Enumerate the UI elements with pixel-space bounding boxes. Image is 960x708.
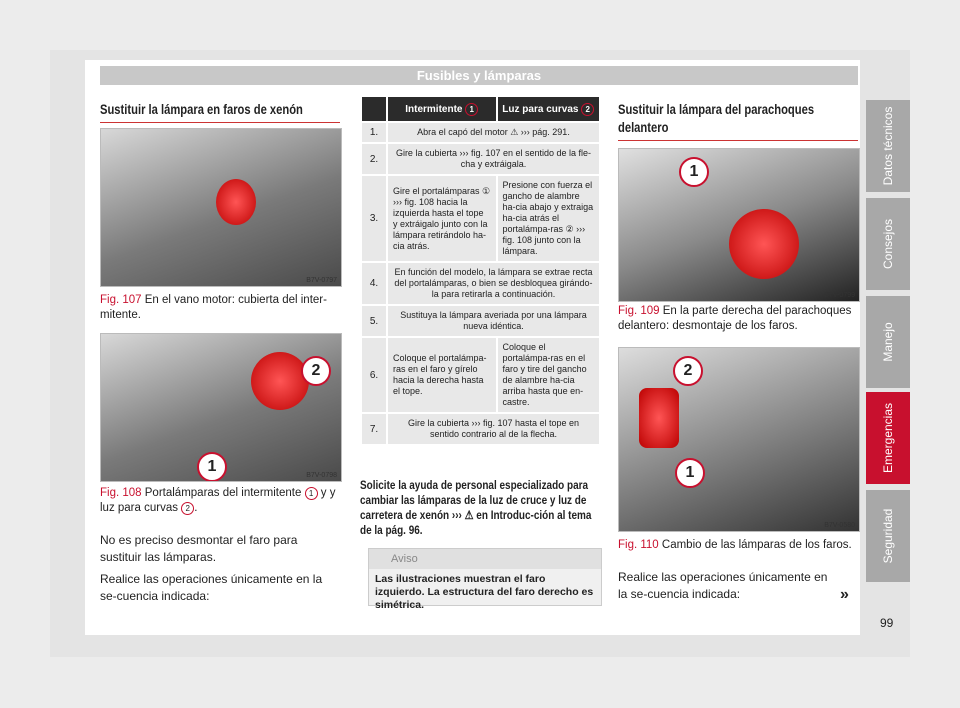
col-luz-curvas: Luz para curvas 2: [497, 97, 599, 121]
callout-1: 1: [675, 458, 705, 488]
callout-2: 2: [673, 356, 703, 386]
figure-code: B7V-0580: [824, 522, 855, 529]
figure-107-caption: Fig. 107 En el vano motor: cubierta del …: [100, 293, 340, 323]
callout-1: 1: [197, 452, 227, 481]
figure-code: B7V-0798: [306, 472, 337, 479]
table-row: 5.Sustituya la lámpara averiada por una …: [362, 306, 599, 336]
paragraph-xenon-help: Solicite la ayuda de personal especializ…: [360, 478, 592, 537]
table-row: 1.Abra el capó del motor ⚠ ››› pág. 291.: [362, 123, 599, 142]
section-header: Fusibles y lámparas: [100, 66, 858, 85]
tab-seguridad[interactable]: Seguridad: [866, 490, 910, 582]
callout-2: 2: [301, 356, 331, 386]
page-number: 99: [880, 616, 894, 630]
tab-datos-tecnicos[interactable]: Datos técnicos: [866, 100, 910, 192]
heading-xenon: Sustituir la lámpara en faros de xenón: [100, 101, 303, 117]
table-row: 6.Coloque el portalámpa-ras en el faro y…: [362, 338, 599, 412]
tab-emergencias[interactable]: Emergencias: [866, 392, 910, 484]
table-row: 4.En función del modelo, la lámpara se e…: [362, 263, 599, 304]
table-row: 2.Gire la cubierta ››› fig. 107 en el se…: [362, 144, 599, 174]
caption-text: En el vano motor: cubierta del inter-mit…: [100, 294, 327, 321]
callout-1: 1: [679, 157, 709, 187]
fig-label: Fig. 107: [100, 294, 142, 306]
table-row: 3.Gire el portalámparas ① ››› fig. 108 h…: [362, 176, 599, 261]
heading-parachoques: Sustituir la lámpara del parachoques del…: [618, 101, 815, 135]
paragraph: Realice las operaciones únicamente en la…: [100, 572, 323, 603]
tab-consejos[interactable]: Consejos: [866, 198, 910, 290]
notice-box: Aviso Las ilustraciones muestran el faro…: [368, 548, 602, 611]
figure-108-image: 2 1 B7V-0798: [100, 333, 342, 482]
figure-108-caption: Fig. 108 Portalámparas del intermitente …: [100, 487, 336, 515]
figure-110-caption: Fig. 110 Cambio de las lámparas de los f…: [618, 539, 852, 551]
figure-110-image: 2 1 B7V-0580: [618, 347, 860, 532]
notice-text: Las ilustraciones muestran el faro izqui…: [375, 573, 594, 611]
figure-code: B7V-0799: [824, 292, 855, 299]
figure-109-image: 1 B7V-0799: [618, 148, 860, 302]
tab-manejo[interactable]: Manejo: [866, 296, 910, 388]
figure-109-caption: Fig. 109 En la parte derecha del paracho…: [618, 305, 852, 332]
paragraph: No es preciso desmontar el faro para sus…: [100, 533, 298, 564]
col-intermitente: Intermitente 1: [388, 97, 496, 121]
table-row: 7.Gire la cubierta ››› fig. 107 hasta el…: [362, 414, 599, 444]
heading-xenon-rule: Sustituir la lámpara en faros de xenón: [100, 100, 340, 123]
figure-code: B7V-0797: [306, 277, 337, 284]
continue-marker: »: [840, 586, 849, 603]
figure-107-image: B7V-0797: [100, 128, 342, 287]
paragraph: Realice las operaciones únicamente en la…: [618, 570, 828, 601]
notice-title: Aviso: [391, 553, 418, 565]
heading-parachoques-rule: Sustituir la lámpara del parachoques del…: [618, 100, 858, 141]
